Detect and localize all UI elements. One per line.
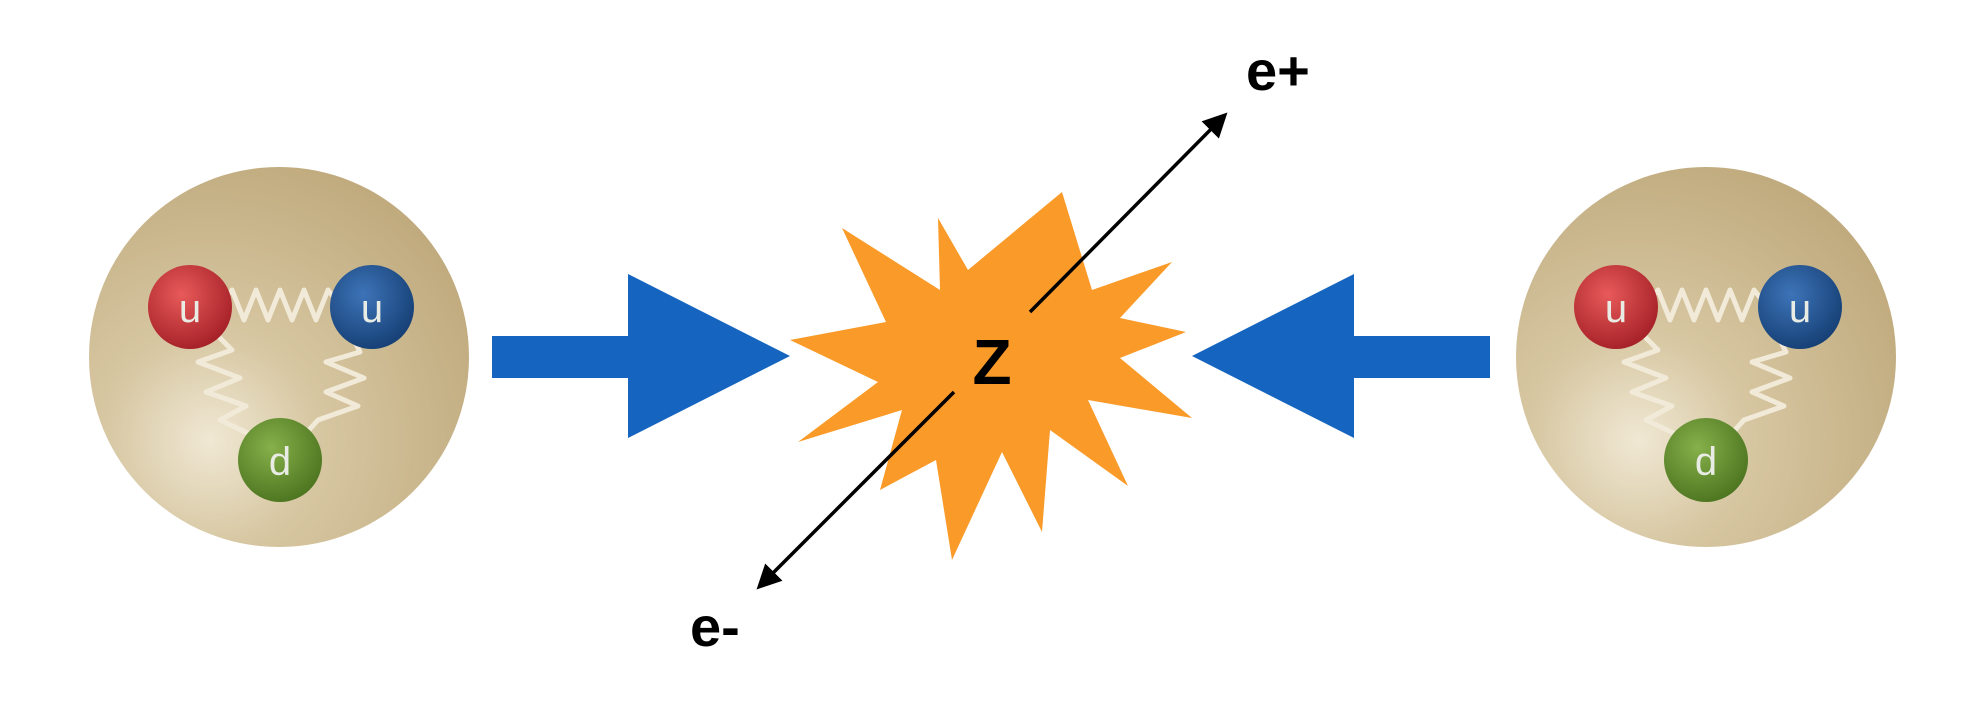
left-proton: u u d xyxy=(89,167,469,547)
gluon-spring-right xyxy=(298,330,367,442)
gluon-spring-right xyxy=(1724,330,1793,442)
quark-label: u xyxy=(179,287,201,331)
proton-body xyxy=(89,167,469,547)
down-quark: d xyxy=(1664,418,1748,502)
down-quark: d xyxy=(238,418,322,502)
z-boson-label: Z xyxy=(972,326,1011,398)
quark-label: d xyxy=(269,440,291,484)
quark-label: u xyxy=(1605,287,1627,331)
quark-label: u xyxy=(361,287,383,331)
electron-track xyxy=(756,390,956,590)
collision-burst xyxy=(790,192,1192,560)
gluon-spring-left xyxy=(195,330,264,443)
up-quark-right: u xyxy=(1758,265,1842,349)
positron-track xyxy=(1028,112,1228,314)
proton-body xyxy=(1516,167,1896,547)
quark-label: u xyxy=(1789,287,1811,331)
positron-label: e+ xyxy=(1246,39,1310,102)
gluon-spring-left xyxy=(1621,330,1690,443)
right-beam-arrow xyxy=(1192,274,1490,438)
quark-label: d xyxy=(1695,440,1717,484)
up-quark-right: u xyxy=(330,265,414,349)
up-quark-left: u xyxy=(148,265,232,349)
gluon-spring-top xyxy=(1644,287,1768,323)
electron-label: e- xyxy=(690,595,740,658)
up-quark-left: u xyxy=(1574,265,1658,349)
right-proton: u u d xyxy=(1516,167,1896,547)
gluon-spring-top xyxy=(218,287,342,323)
left-beam-arrow xyxy=(492,274,790,438)
